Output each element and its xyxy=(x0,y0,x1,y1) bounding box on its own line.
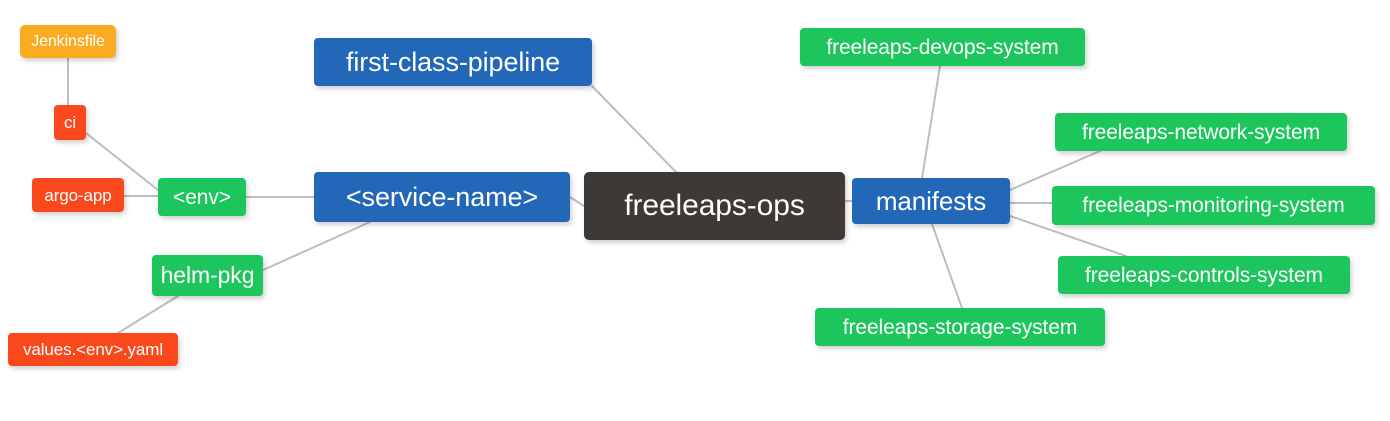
node-freeleaps-ops[interactable]: freeleaps-ops xyxy=(584,172,845,240)
node-label-freeleaps-monitoring-system: freeleaps-monitoring-system xyxy=(1082,194,1345,217)
node-manifests[interactable]: manifests xyxy=(852,178,1010,224)
node-values-env-yaml[interactable]: values.<env>.yaml xyxy=(8,333,178,366)
edge-env-to-ci xyxy=(85,132,159,191)
node-label-ci: ci xyxy=(63,113,77,132)
node-label-service-name: <service-name> xyxy=(345,181,539,212)
node-jenkinsfile[interactable]: Jenkinsfile xyxy=(20,25,116,58)
node-service-name[interactable]: <service-name> xyxy=(314,172,570,222)
node-label-freeleaps-network-system: freeleaps-network-system xyxy=(1081,120,1320,144)
node-label-freeleaps-controls-system: freeleaps-controls-system xyxy=(1085,263,1323,287)
node-label-manifests: manifests xyxy=(875,186,987,216)
node-label-freeleaps-devops-system: freeleaps-devops-system xyxy=(826,35,1059,59)
edge-manifests-to-freeleaps-controls-system xyxy=(1009,215,1127,257)
node-env[interactable]: <env> xyxy=(158,178,246,216)
node-freeleaps-controls-system[interactable]: freeleaps-controls-system xyxy=(1058,256,1350,294)
node-freeleaps-devops-system[interactable]: freeleaps-devops-system xyxy=(800,28,1085,66)
node-freeleaps-monitoring-system[interactable]: freeleaps-monitoring-system xyxy=(1052,186,1375,225)
node-helm-pkg[interactable]: helm-pkg xyxy=(152,255,263,296)
node-argo-app[interactable]: argo-app xyxy=(32,178,124,212)
node-ci[interactable]: ci xyxy=(54,105,86,140)
node-freeleaps-network-system[interactable]: freeleaps-network-system xyxy=(1055,113,1347,151)
node-label-freeleaps-ops: freeleaps-ops xyxy=(624,189,805,222)
node-label-env: <env> xyxy=(173,185,231,209)
edge-helm-pkg-to-values-env-yaml xyxy=(117,295,179,334)
node-label-freeleaps-storage-system: freeleaps-storage-system xyxy=(842,315,1078,339)
node-freeleaps-storage-system[interactable]: freeleaps-storage-system xyxy=(815,308,1105,346)
node-label-jenkinsfile: Jenkinsfile xyxy=(31,32,105,50)
node-label-first-class-pipeline: first-class-pipeline xyxy=(345,46,561,77)
node-first-class-pipeline[interactable]: first-class-pipeline xyxy=(314,38,592,86)
edge-manifests-to-freeleaps-devops-system xyxy=(921,65,941,179)
edge-manifests-to-freeleaps-storage-system xyxy=(931,223,963,309)
edge-freeleaps-ops-to-first-class-pipeline xyxy=(591,85,677,173)
edge-manifests-to-freeleaps-network-system xyxy=(1009,150,1101,191)
edge-service-name-to-helm-pkg xyxy=(262,221,371,271)
node-label-argo-app: argo-app xyxy=(44,185,112,205)
node-label-helm-pkg: helm-pkg xyxy=(160,262,255,288)
edge-freeleaps-ops-to-service-name xyxy=(569,196,585,207)
node-label-values-env-yaml: values.<env>.yaml xyxy=(22,340,164,359)
